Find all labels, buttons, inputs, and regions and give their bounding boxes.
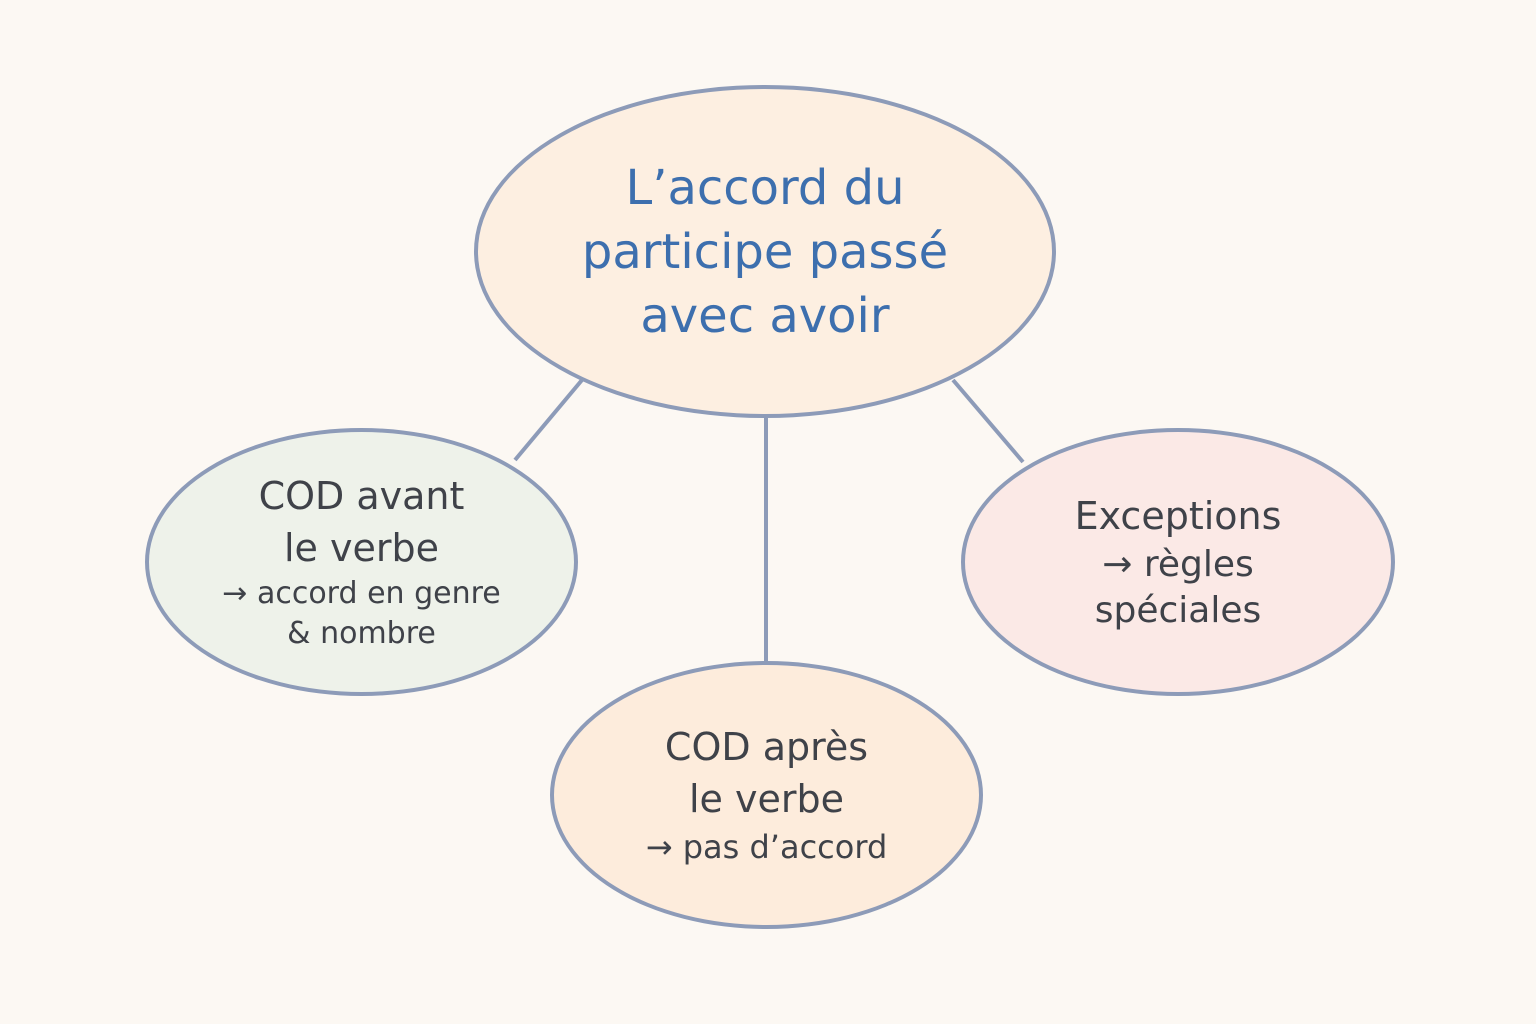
central-title-line-1: L’accord du: [625, 159, 905, 216]
central-node: L’accord du participe passé avec avoir: [474, 85, 1056, 418]
connector-right: [951, 378, 1025, 464]
branch-node-cod-apres: COD après le verbe → pas d’accord: [550, 661, 983, 929]
branch-cod-avant-title-line-1: COD avant: [258, 474, 465, 518]
branch-cod-avant-detail-line-2: & nombre: [287, 616, 436, 651]
branch-cod-apres-detail-line-1: → pas d’accord: [645, 828, 888, 866]
central-title-line-3: avec avoir: [640, 287, 890, 344]
connector-left: [513, 378, 584, 462]
branch-cod-apres-title-line-2: le verbe: [688, 777, 844, 821]
central-title-line-2: participe passé: [581, 223, 949, 280]
branch-exceptions-title-line-1: Exceptions: [1074, 494, 1282, 538]
branch-exceptions-detail-line-2: spéciales: [1094, 590, 1262, 631]
branch-exceptions-detail-line-1: → règles: [1102, 544, 1254, 585]
branch-cod-avant-detail-line-1: → accord en genre: [222, 576, 501, 611]
branch-cod-apres-title-line-1: COD après: [664, 725, 869, 769]
branch-cod-avant-title-line-2: le verbe: [283, 526, 439, 570]
branch-node-exceptions: Exceptions → règles spéciales: [961, 428, 1395, 696]
branch-node-cod-avant: COD avant le verbe → accord en genre & n…: [145, 428, 578, 696]
